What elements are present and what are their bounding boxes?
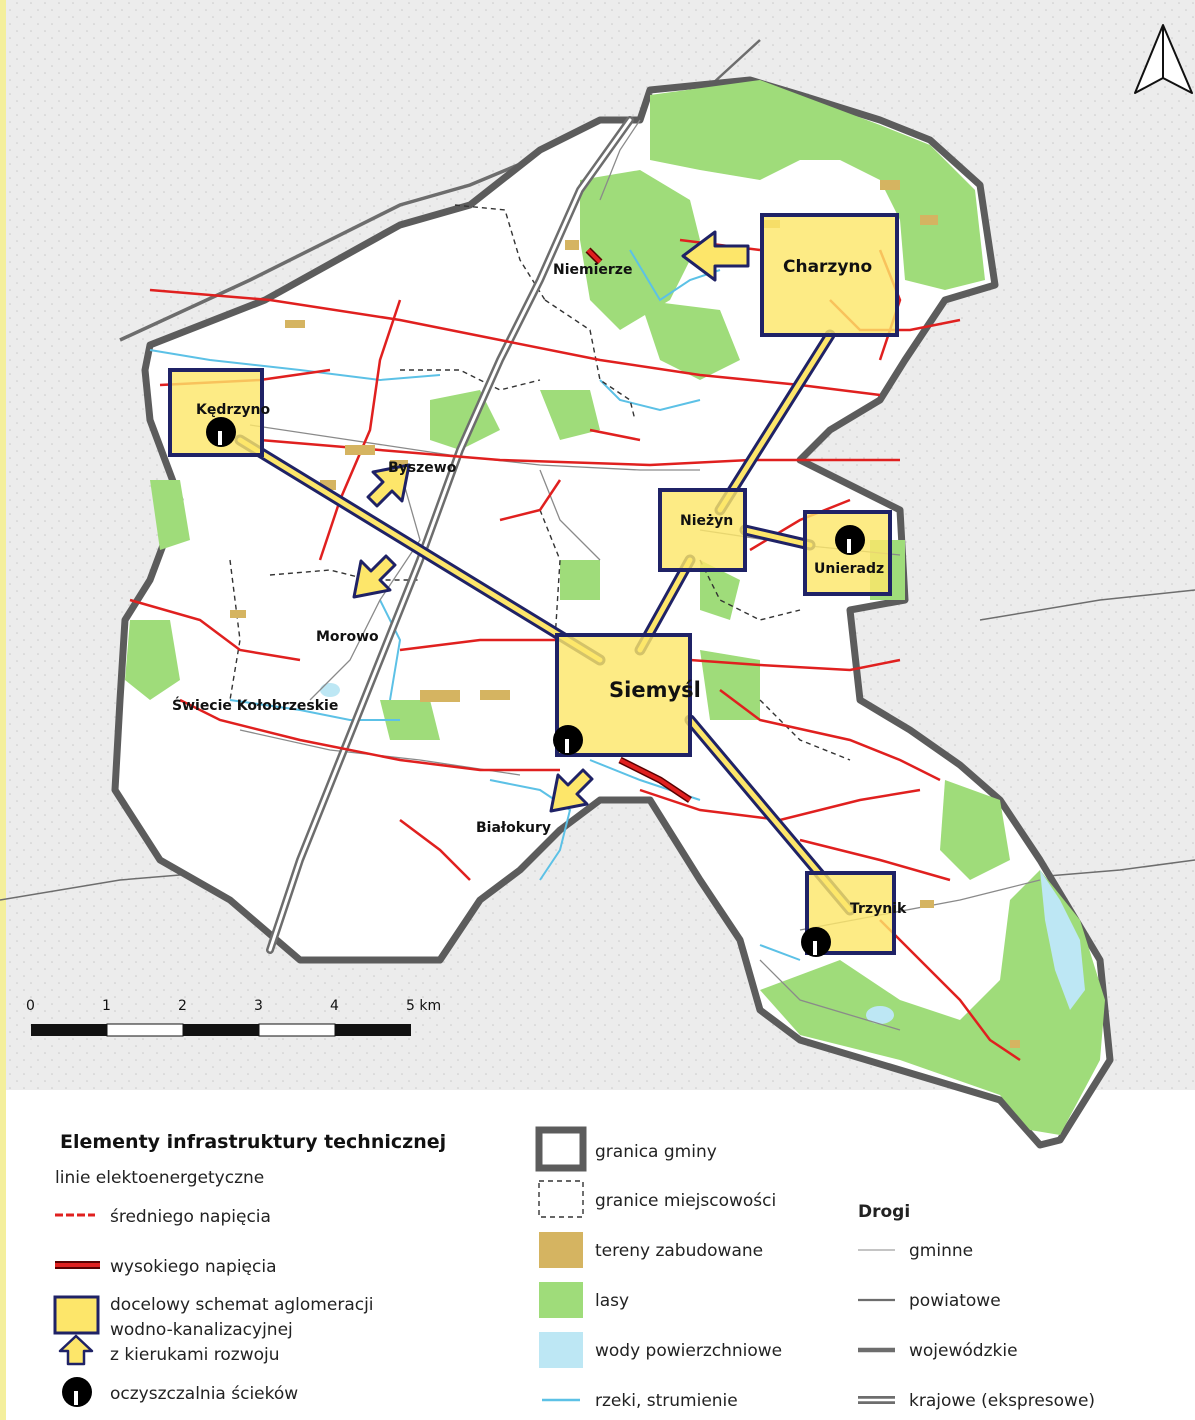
legend-agglomeration-line1: docelowy schemat aglomeracji: [110, 1295, 374, 1315]
legend-rivers: rzeki, strumienie: [595, 1391, 738, 1411]
legend-forests-symbol: [539, 1282, 583, 1318]
legend-commune-border-symbol: [535, 1126, 587, 1172]
place-labels: Charzyno Niemierze Kędrzyno Byszewo Nież…: [172, 257, 907, 917]
scale-tick-4: 4: [330, 998, 339, 1014]
treatment-plant-trzynik: [801, 927, 831, 957]
legend-road-national: krajowe (ekspresowe): [909, 1391, 1095, 1411]
scale-tick-5: 5 km: [406, 998, 441, 1014]
label-byszewo: Byszewo: [388, 460, 457, 476]
high-voltage-lines: [585, 247, 692, 803]
legend-agglomeration-line3: z kierukami rozwoju: [110, 1345, 280, 1365]
treatment-plants: [206, 417, 865, 957]
legend-road-district: powiatowe: [909, 1291, 1001, 1311]
left-edge-strip: [0, 0, 6, 1420]
legend-built-up-symbol: [539, 1232, 583, 1268]
zone-charzyno: [760, 213, 899, 337]
label-niemierze: Niemierze: [553, 262, 632, 278]
forest-areas: [125, 80, 1105, 1135]
surface-waters: [320, 683, 1085, 1024]
scale-bar: 0 1 2 3 4 5 km: [26, 998, 441, 1037]
development-arrows: [352, 230, 750, 813]
arrow-down-left-icon: [352, 554, 397, 599]
legend-locality-borders-symbol: [538, 1180, 584, 1218]
label-trzynik: Trzynik: [850, 901, 907, 917]
legend: Elementy infrastruktury technicznej lini…: [53, 1126, 1095, 1411]
legend-arrow-up-icon: [58, 1334, 94, 1366]
label-niezyn: Nieżyn: [680, 513, 733, 529]
legend-road-voivodeship: wojewódzkie: [909, 1341, 1018, 1361]
legend-forests: lasy: [595, 1291, 629, 1311]
legend-locality-borders: granice miejscowości: [595, 1191, 776, 1211]
legend-built-up: tereny zabudowane: [595, 1241, 763, 1261]
expressway: [266, 116, 634, 954]
label-swiecie: Świecie Kołobrzeskie: [172, 696, 338, 714]
treatment-plant-kedrzyno: [206, 417, 236, 447]
built-up-areas: [230, 180, 1020, 1048]
legend-agglomeration-symbol: [53, 1295, 100, 1335]
north-arrow-icon: [1134, 24, 1193, 94]
legend-road-communal: gminne: [909, 1241, 973, 1261]
scale-tick-1: 1: [102, 998, 111, 1014]
arrow-up-right-icon: [366, 463, 411, 508]
label-siemysl: Siemyśl: [609, 678, 701, 702]
scale-tick-0: 0: [26, 998, 35, 1014]
legend-treatment-plant-symbol: [62, 1377, 92, 1407]
treatment-plant-siemysl: [553, 725, 583, 755]
label-kedrzyno: Kędrzyno: [196, 402, 271, 418]
legend-treatment-plant: oczyszczalnia ścieków: [110, 1384, 298, 1404]
arrow-left-icon: [681, 230, 750, 282]
scale-tick-3: 3: [254, 998, 263, 1014]
treatment-plant-unieradz: [835, 525, 865, 555]
legend-commune-border: granica gminy: [595, 1142, 717, 1162]
legend-medium-voltage: średniego napięcia: [110, 1207, 271, 1227]
scale-tick-2: 2: [178, 998, 187, 1014]
label-charzyno: Charzyno: [783, 257, 872, 277]
legend-agglomeration-line2: wodno-kanalizacyjnej: [110, 1320, 293, 1340]
label-unieradz: Unieradz: [814, 561, 884, 577]
locality-borders: [229, 204, 851, 761]
legend-power-lines-heading: linie elektoenergetyczne: [55, 1168, 264, 1188]
label-morowo: Morowo: [316, 629, 379, 645]
legend-title: Elementy infrastruktury technicznej: [60, 1131, 446, 1153]
label-bialokury: Białokury: [476, 820, 551, 836]
legend-high-voltage: wysokiego napięcia: [110, 1257, 277, 1277]
legend-roads-heading: Drogi: [858, 1202, 910, 1222]
legend-surface-waters: wody powierzchniowe: [595, 1341, 782, 1361]
zone-niezyn: [658, 488, 747, 572]
legend-surface-waters-symbol: [539, 1332, 583, 1368]
arrow-down-left-icon: [549, 768, 594, 813]
